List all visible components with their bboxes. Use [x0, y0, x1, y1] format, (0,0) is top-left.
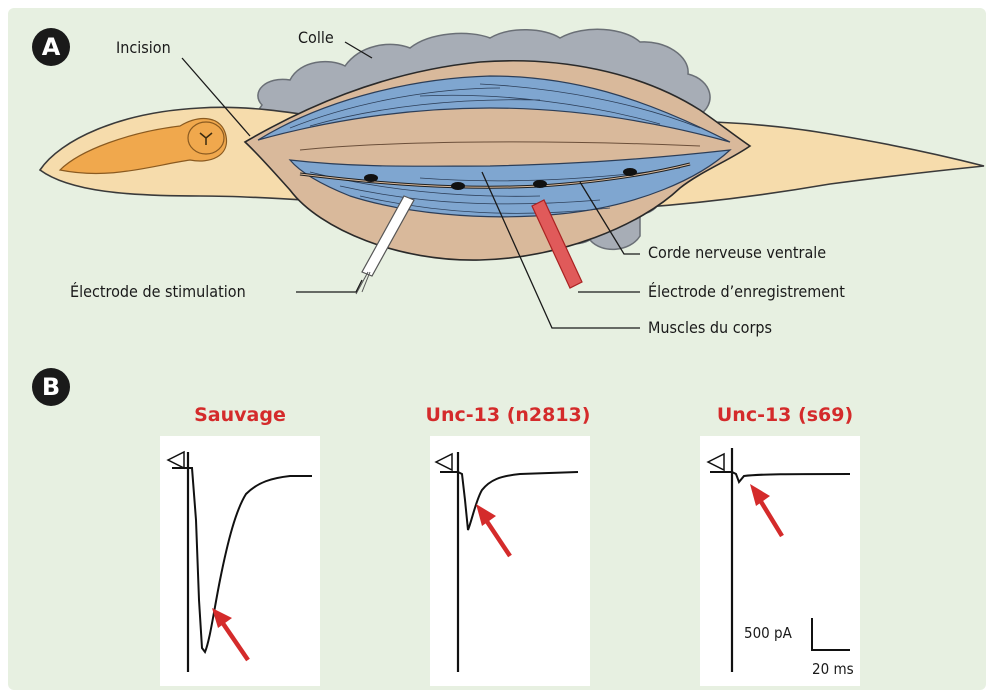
- stim-marker-wild-type: [168, 452, 184, 468]
- trace-wild-type: [168, 452, 312, 672]
- scale-bar-current-label: 500 pA: [744, 624, 792, 642]
- arrow-n2813: [476, 504, 510, 556]
- stim-marker-s69: [708, 454, 724, 470]
- arrow-s69: [750, 484, 782, 536]
- scale-bar-time-label: 20 ms: [812, 660, 854, 678]
- trace-unc13-n2813: [436, 452, 578, 672]
- epsc-wild-type: [172, 468, 312, 652]
- scale-bar: [812, 618, 850, 650]
- stim-marker-n2813: [436, 454, 452, 470]
- arrow-wild-type: [212, 608, 248, 660]
- epsc-n2813: [440, 472, 578, 530]
